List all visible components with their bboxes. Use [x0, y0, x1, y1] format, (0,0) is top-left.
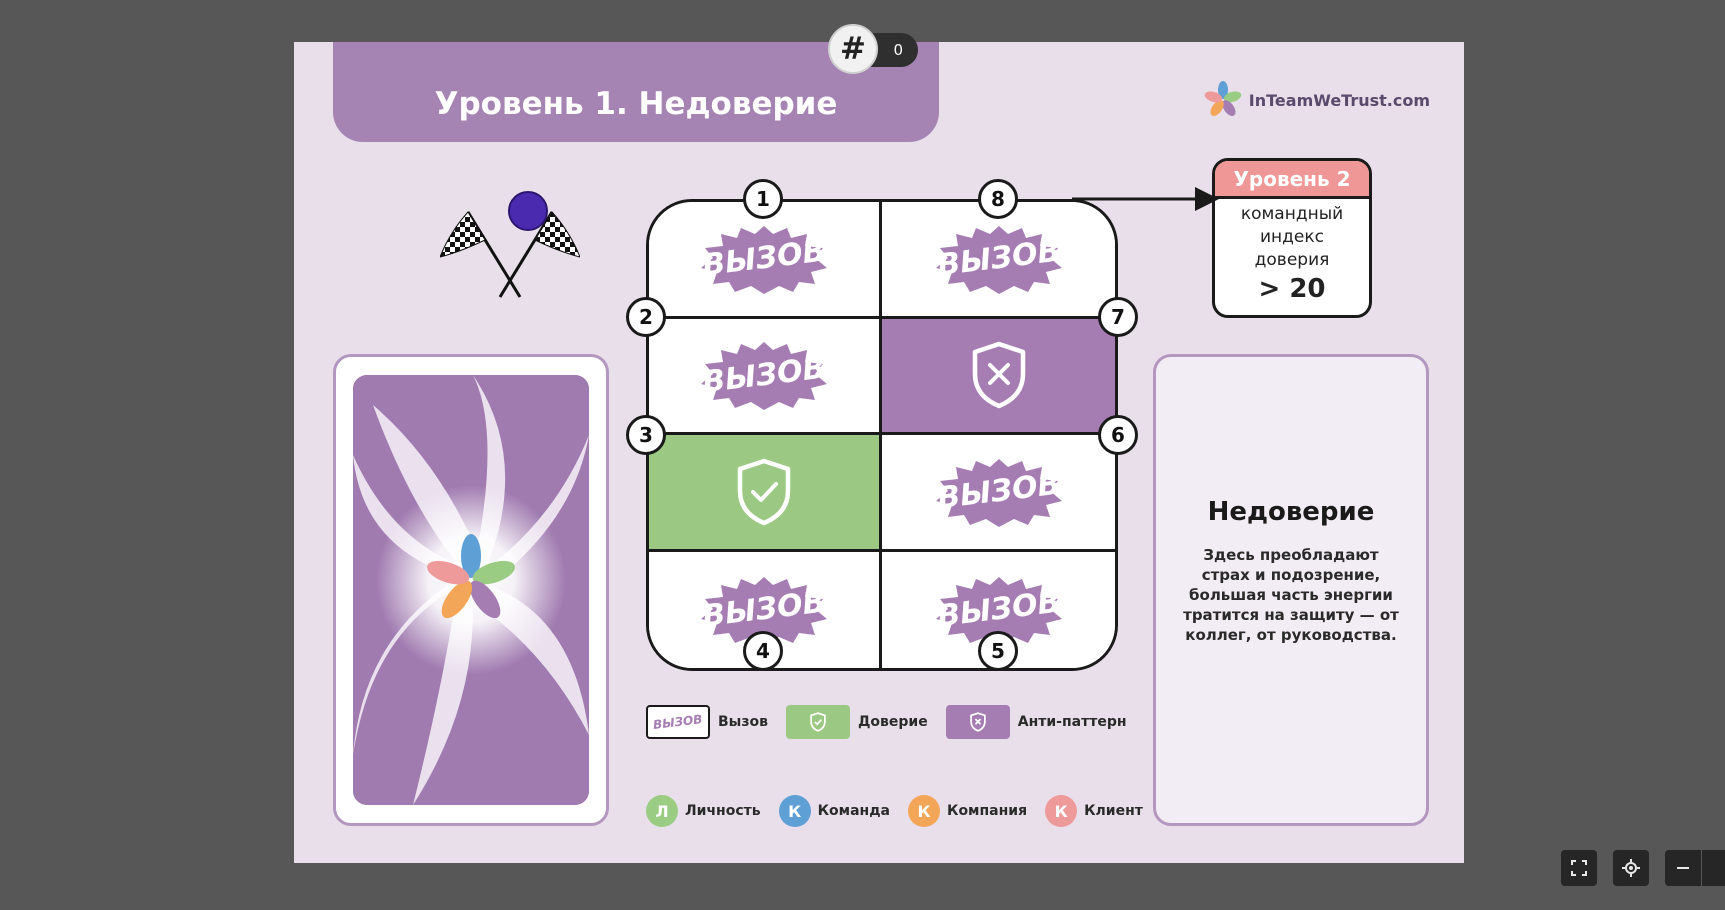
swirl-pattern: [353, 375, 589, 805]
legend-swatch-vyzov: ВЫЗОВ: [646, 705, 710, 739]
step-number-3: 3: [626, 415, 666, 455]
category-dot: К: [1045, 795, 1078, 827]
game-board: Уровень 1. Недоверие InTeamWeTrust.com: [294, 42, 1464, 863]
page-title: Уровень 1. Недоверие: [434, 86, 838, 122]
level-2-threshold: > 20: [1258, 274, 1326, 304]
zoom-out-icon: [1677, 867, 1689, 869]
vyzov-badge: ВЫЗОВ: [699, 340, 829, 411]
level-2-header: Уровень 2: [1215, 161, 1369, 199]
burst-icon: [935, 576, 1062, 645]
legend-item-vyzov: ВЫЗОВ Вызов: [646, 705, 768, 739]
level-2-box: Уровень 2 командный индекс доверия > 20: [1212, 158, 1372, 318]
grid-cell-vyzov[interactable]: ВЫЗОВ: [649, 318, 882, 435]
level-2-line: доверия: [1254, 250, 1330, 270]
burst-icon: [935, 458, 1062, 527]
fullscreen-button[interactable]: [1561, 850, 1597, 886]
legend-label: Анти-паттерн: [1017, 714, 1127, 730]
locate-icon: [1622, 859, 1640, 877]
category-kompaniya: К Компания: [908, 795, 1027, 827]
step-number-7: 7: [1098, 297, 1138, 337]
brand: InTeamWeTrust.com: [1203, 80, 1430, 120]
step-number-4: 4: [743, 631, 783, 671]
player-pawn[interactable]: [508, 191, 548, 231]
vyzov-badge: ВЫЗОВ: [934, 224, 1064, 294]
burst-icon: [701, 576, 827, 645]
step-number-6: 6: [1098, 415, 1138, 455]
grid-board: ВЫЗОВ ВЫЗОВ ВЫЗОВ: [646, 199, 1118, 671]
shield-check-icon: [737, 458, 791, 525]
legend-swatch-trust: [785, 705, 850, 739]
grid-cell-vyzov[interactable]: ВЫЗОВ: [649, 551, 882, 668]
legend-swatch-anti: [945, 705, 1010, 739]
zoom-out-button[interactable]: [1665, 850, 1701, 886]
category-label: Компания: [947, 803, 1028, 819]
category-komanda: К Команда: [778, 795, 890, 827]
level-info-card: Недоверие Здесь преобладают страх и подо…: [1153, 354, 1429, 826]
path-arrows: [1072, 187, 1219, 211]
info-title: Недоверие: [1207, 497, 1375, 527]
checkered-flags-icon: [440, 211, 580, 298]
vyzov-badge: ВЫЗОВ: [699, 224, 829, 294]
hashtag-counter[interactable]: # 0: [828, 24, 918, 74]
vyzov-badge: ВЫЗОВ: [699, 575, 829, 645]
level-2-line: командный: [1240, 204, 1344, 224]
card-back-art: [353, 375, 589, 805]
legend-item-anti: Анти-паттерн: [945, 705, 1127, 739]
shield-x-icon: [972, 342, 1025, 409]
vyzov-badge: ВЫЗОВ: [934, 575, 1064, 645]
brand-name: InTeamWeTrust.com: [1248, 90, 1430, 110]
legend-label: Вызов: [718, 714, 768, 730]
grid-cell-vyzov[interactable]: ВЫЗОВ: [649, 202, 882, 319]
logo-icon: [1204, 81, 1241, 116]
legend-mini-label: ВЫЗОВ: [652, 712, 704, 732]
step-number-8: 8: [978, 179, 1018, 219]
legend-item-trust: Доверие: [785, 705, 928, 739]
game-grid: ВЫЗОВ ВЫЗОВ ВЫЗОВ: [626, 179, 1219, 671]
hashtag-icon[interactable]: #: [828, 24, 878, 74]
burst-icon: [935, 225, 1062, 294]
burst-icon: [701, 225, 827, 294]
category-legend: Л Личность К Команда К Компания К Клиент: [646, 795, 1161, 827]
step-number-5: 5: [978, 631, 1018, 671]
category-dot: Л: [646, 795, 678, 827]
category-label: Личность: [685, 803, 761, 819]
grid-cell-anti-pattern[interactable]: [882, 318, 1115, 435]
card-deck[interactable]: [333, 354, 609, 826]
vyzov-badge: ВЫЗОВ: [934, 457, 1064, 527]
fullscreen-icon: [1571, 860, 1587, 876]
category-label: Команда: [817, 803, 890, 819]
category-lichnost: Л Личность: [646, 795, 761, 827]
info-description: Здесь преобладают страх и подозрение, бо…: [1183, 546, 1399, 644]
level-2-line: индекс: [1260, 227, 1324, 247]
category-label: Клиент: [1084, 803, 1143, 819]
legend-label: Доверие: [857, 714, 928, 730]
shield-check-icon: [810, 712, 826, 732]
step-number-2: 2: [626, 297, 666, 337]
category-dot: К: [908, 795, 940, 827]
level-2-body: командный индекс доверия > 20: [1215, 199, 1369, 306]
shield-x-icon: [970, 712, 986, 732]
grid-cell-vyzov[interactable]: ВЫЗОВ: [882, 435, 1115, 552]
category-klient: К Клиент: [1045, 795, 1143, 827]
burst-icon: [701, 342, 827, 411]
locate-button[interactable]: [1613, 850, 1649, 886]
grid-cell-trust[interactable]: [649, 435, 882, 552]
step-number-1: 1: [743, 179, 783, 219]
grid-cell-vyzov[interactable]: ВЫЗОВ: [882, 202, 1115, 319]
zoom-in-button[interactable]: [1702, 850, 1725, 886]
category-dot: К: [778, 795, 811, 827]
cell-legend: ВЫЗОВ Вызов Доверие Анти-паттерн: [646, 705, 1145, 739]
